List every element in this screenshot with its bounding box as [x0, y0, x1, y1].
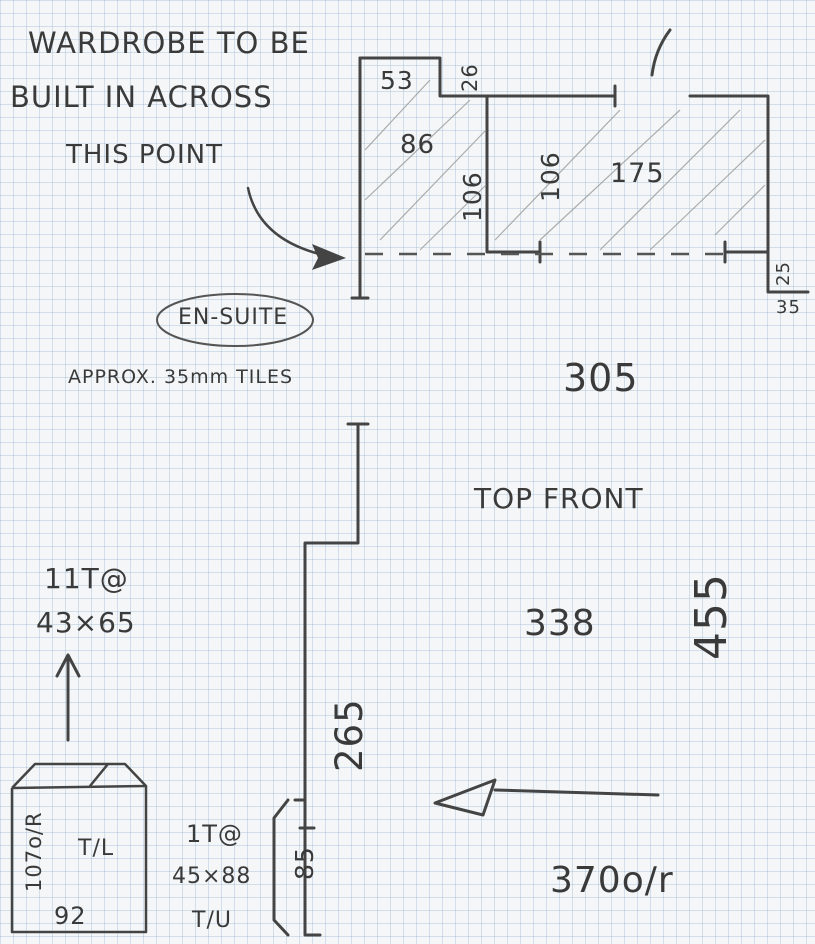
room-label: EN-SUITE	[178, 305, 289, 330]
dim-85: 85	[290, 846, 319, 880]
tile-spec-bottom-count: 1T@	[186, 820, 243, 848]
dim-305: 305	[563, 356, 639, 400]
dim-25: 25	[773, 261, 794, 286]
tile-box-side-label: 107o/R	[22, 811, 46, 892]
note-line-1: WARDROBE TO BE	[28, 26, 310, 60]
tile-trapezoid	[272, 798, 290, 937]
dim-455: 455	[686, 573, 737, 660]
dim-338: 338	[524, 603, 596, 644]
dim-106-left: 106	[458, 171, 487, 222]
wardrobe-right-wall	[688, 94, 810, 294]
en-suite-oval	[156, 293, 314, 347]
tile-spec-top-size: 43×65	[36, 606, 136, 639]
tile-note: APPROX. 35mm TILES	[68, 366, 294, 388]
dim-35: 35	[776, 297, 801, 318]
tile-box-center-label: T/L	[78, 836, 115, 861]
tile-box-bottom-label: 92	[54, 902, 87, 930]
wardrobe-top-step	[358, 56, 617, 98]
section-title: TOP FRONT	[474, 482, 644, 515]
built-in-arrowhead	[312, 244, 346, 270]
wardrobe-divider	[485, 94, 542, 254]
tile-spec-top-count: 11T@	[44, 562, 129, 595]
dim-53: 53	[380, 66, 414, 95]
tile-spec-bottom-suffix: T/U	[192, 908, 232, 933]
up-arrow	[55, 653, 81, 742]
top-front-arrow	[433, 778, 660, 817]
dim-175: 175	[610, 158, 665, 189]
dim-106-right: 106	[536, 151, 565, 202]
dim-26: 26	[458, 63, 482, 92]
door-swing-mark	[650, 28, 672, 77]
lower-wall-outline	[303, 422, 360, 832]
dim-86: 86	[400, 130, 436, 160]
dim-370: 370o/r	[550, 860, 674, 901]
built-in-arrow	[246, 186, 340, 260]
tile-spec-bottom-size: 45×88	[172, 864, 252, 889]
lower-wall-bottom	[293, 798, 322, 937]
dim-265: 265	[328, 698, 371, 772]
note-line-3: THIS POINT	[66, 140, 224, 170]
tile-box-sketch	[10, 762, 148, 934]
hatching	[364, 79, 766, 251]
note-line-2: BUILT IN ACROSS	[10, 80, 273, 114]
